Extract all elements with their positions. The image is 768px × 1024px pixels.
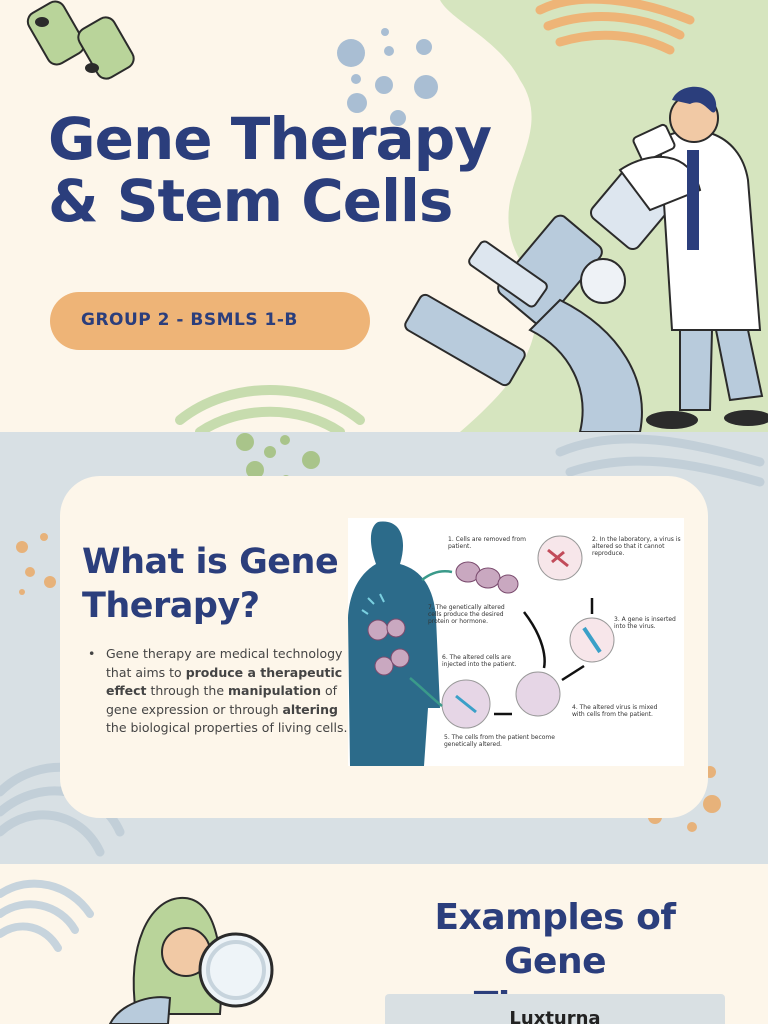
definition-slide: What is Gene Therapy? • Gene therapy are…	[0, 432, 768, 864]
text-run: through the	[146, 683, 229, 698]
diagram-step-2: 2. In the laboratory, a virus is altered…	[592, 536, 681, 557]
group-badge: GROUP 2 - BSMLS 1-B	[50, 292, 370, 350]
group-label: GROUP 2 - BSMLS 1-B	[81, 310, 298, 330]
heading-line-1: Examples of	[434, 897, 677, 938]
text-run: of gene expression or through	[106, 683, 338, 717]
bold-run: altering	[282, 701, 338, 717]
decorative-background	[0, 879, 274, 1024]
diagram-step-4: 4. The altered virus is mixed with cells…	[572, 704, 658, 718]
decorative-background	[26, 0, 768, 432]
diagram-step-6: 6. The altered cells are injected into t…	[442, 654, 517, 668]
title-line-2: & Stem Cells	[48, 167, 453, 235]
diagram-step-1: 1. Cells are removed from patient.	[448, 536, 526, 550]
definition-bullet: • Gene therapy are medical technology th…	[88, 645, 348, 738]
heading-line-2: Therapy?	[82, 586, 260, 626]
text-run: the biological properties of living cell…	[106, 720, 348, 735]
diagram-step-7: 7. The genetically altered cells produce…	[428, 604, 505, 625]
example-name: Luxturna	[509, 1008, 601, 1024]
bold-run: produce a therapeutic effect	[106, 664, 343, 699]
bullet-dot: •	[88, 646, 96, 661]
example-card: Luxturna	[385, 994, 725, 1024]
presentation-title: Gene Therapy & Stem Cells	[48, 105, 492, 235]
bold-run: manipulation	[228, 683, 321, 698]
diagram-step-3: 3. A gene is inserted into the virus.	[614, 616, 676, 630]
examples-slide: Examples of Gene Therapy Luxturna	[0, 864, 768, 1024]
section-heading: What is Gene Therapy?	[82, 540, 339, 628]
title-line-1: Gene Therapy	[48, 105, 492, 173]
diagram-step-5: 5. The cells from the patient become gen…	[444, 734, 555, 748]
definition-text: Gene therapy are medical technology that…	[106, 645, 348, 738]
heading-line-1: What is Gene	[82, 542, 339, 582]
title-slide: Gene Therapy & Stem Cells GROUP 2 - BSML…	[0, 0, 768, 432]
diagram-illustration	[348, 521, 615, 766]
text-run: Gene therapy are medical technology that…	[106, 646, 343, 680]
gene-therapy-diagram: 1. Cells are removed from patient. 2. In…	[348, 518, 684, 766]
